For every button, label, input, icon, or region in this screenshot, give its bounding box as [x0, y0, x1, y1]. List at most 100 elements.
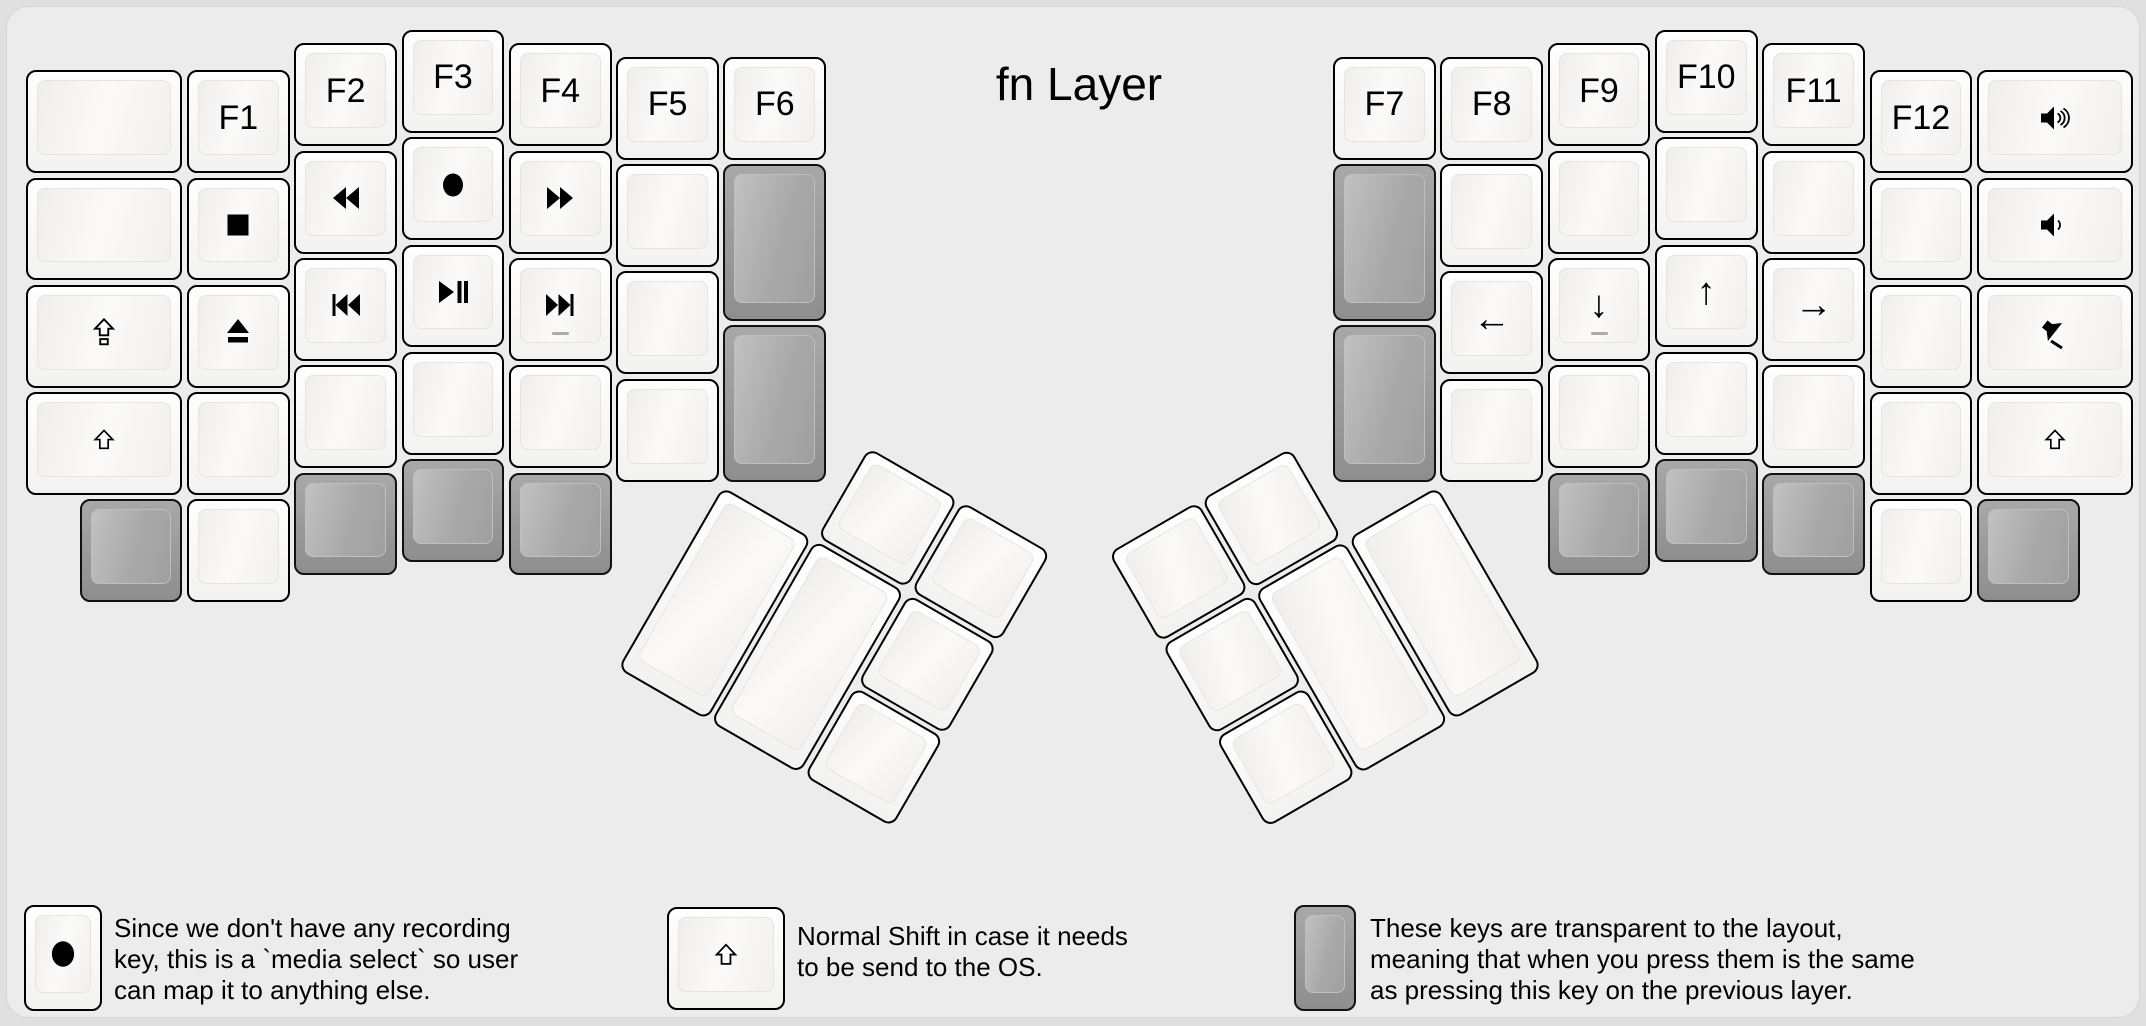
keycap-surface	[1123, 515, 1231, 621]
homing-dash	[552, 331, 570, 335]
homing-dash	[1590, 331, 1608, 335]
key-transparent[interactable]	[294, 472, 398, 576]
key-transparent[interactable]	[1333, 325, 1436, 482]
arrow-left-icon: ←	[1472, 297, 1511, 340]
key-shift[interactable]	[26, 392, 183, 495]
keycap-surface: F9	[1558, 53, 1640, 129]
key-transparent[interactable]	[723, 325, 827, 482]
key-volume-down[interactable]	[1976, 177, 2134, 281]
key-blank[interactable]	[186, 392, 290, 495]
keycap-surface: F6	[734, 66, 816, 142]
keycap-surface	[197, 509, 279, 585]
key-blank[interactable]	[1869, 284, 1973, 388]
key-shift[interactable]	[1976, 392, 2134, 495]
key-f2[interactable]: F2	[294, 43, 398, 147]
key-blank[interactable]	[1762, 150, 1865, 254]
keycap-surface	[1451, 174, 1533, 249]
keycap-surface	[305, 375, 387, 451]
arrow-up-icon: ↑	[1696, 270, 1716, 313]
key-blank[interactable]	[1869, 499, 1973, 603]
eject-icon	[220, 314, 256, 350]
key-eject[interactable]	[186, 284, 290, 388]
key-blank[interactable]	[1762, 365, 1865, 469]
key-blank[interactable]	[1869, 177, 1973, 281]
key-blank[interactable]	[1440, 164, 1544, 267]
key-transparent[interactable]	[401, 459, 505, 562]
keycap-surface	[1880, 294, 1962, 370]
key-label: F10	[1676, 58, 1736, 97]
key-record[interactable]	[401, 137, 505, 241]
keycap-surface	[1665, 361, 1747, 437]
key-arrow-right[interactable]: →	[1762, 258, 1865, 361]
key-blank[interactable]	[616, 378, 719, 482]
keycap-surface: F5	[627, 66, 708, 142]
key-blank[interactable]	[186, 499, 290, 603]
key-f9[interactable]: F9	[1547, 43, 1651, 147]
key-play-pause[interactable]	[401, 244, 505, 348]
key-f8[interactable]: F8	[1440, 56, 1544, 160]
key-f1[interactable]: F1	[186, 70, 290, 174]
shift-icon	[2040, 425, 2070, 455]
key-arrow-up[interactable]: ↑	[1654, 244, 1758, 348]
key-blank[interactable]	[1869, 392, 1973, 495]
key-arrow-left[interactable]: ←	[1440, 271, 1544, 375]
arrow-down-icon: ↓	[1589, 284, 1609, 327]
key-transparent[interactable]	[1333, 164, 1436, 321]
key-blank[interactable]	[1654, 137, 1758, 241]
key-blank[interactable]	[26, 177, 183, 281]
key-blank[interactable]	[508, 365, 612, 469]
keycap-surface	[519, 375, 601, 451]
key-blank[interactable]	[26, 70, 183, 174]
keycap-surface	[1230, 701, 1338, 807]
keycap-surface	[519, 268, 601, 343]
stop-icon	[220, 207, 256, 243]
mute-icon	[2037, 314, 2073, 350]
legend-record-key-icon	[24, 905, 102, 1011]
key-next-track[interactable]	[508, 258, 612, 361]
keycap-surface: F8	[1451, 66, 1533, 142]
key-transparent[interactable]	[1547, 472, 1651, 576]
keycap-surface	[1987, 509, 2069, 585]
key-volume-up[interactable]	[1976, 70, 2134, 174]
key-blank[interactable]	[616, 271, 719, 375]
key-blank[interactable]	[1654, 351, 1758, 455]
key-blank[interactable]	[401, 351, 505, 455]
key-blank[interactable]	[616, 164, 719, 267]
keycap-surface: F10	[1665, 40, 1747, 115]
key-f3[interactable]: F3	[401, 30, 505, 133]
key-f10[interactable]: F10	[1654, 30, 1758, 133]
keycap-surface	[734, 174, 816, 303]
key-f6[interactable]: F6	[723, 56, 827, 160]
key-f12[interactable]: F12	[1869, 70, 1973, 174]
key-label: F1	[218, 98, 259, 137]
key-blank[interactable]	[1547, 150, 1651, 254]
key-stop[interactable]	[186, 177, 290, 281]
key-transparent[interactable]	[1976, 499, 2080, 603]
key-transparent[interactable]	[1762, 472, 1865, 576]
key-f11[interactable]: F11	[1762, 43, 1865, 147]
key-fast-forward[interactable]	[508, 150, 612, 254]
key-mute[interactable]	[1976, 284, 2134, 388]
keycap-surface	[627, 174, 708, 249]
key-f5[interactable]: F5	[616, 56, 719, 160]
key-blank[interactable]	[1440, 378, 1544, 482]
key-transparent[interactable]	[79, 499, 183, 603]
key-blank[interactable]	[294, 365, 398, 469]
layer-title: fn Layer	[995, 58, 1163, 110]
keycap-surface	[37, 402, 172, 477]
keycap-surface	[627, 388, 708, 464]
key-f7[interactable]: F7	[1333, 56, 1436, 160]
key-blank[interactable]	[1547, 365, 1651, 469]
key-caps-lock[interactable]	[26, 284, 183, 388]
key-prev-track[interactable]	[294, 258, 398, 361]
key-rewind[interactable]	[294, 150, 398, 254]
key-f4[interactable]: F4	[508, 43, 612, 147]
key-transparent[interactable]	[1654, 459, 1758, 562]
key-transparent[interactable]	[723, 164, 827, 321]
keycap-surface	[1344, 335, 1425, 464]
keycap-surface	[197, 294, 279, 370]
legend-text: These keys are transparent to the layout…	[1370, 913, 1915, 1006]
key-arrow-down[interactable]: ↓	[1547, 258, 1651, 361]
key-transparent[interactable]	[508, 472, 612, 576]
